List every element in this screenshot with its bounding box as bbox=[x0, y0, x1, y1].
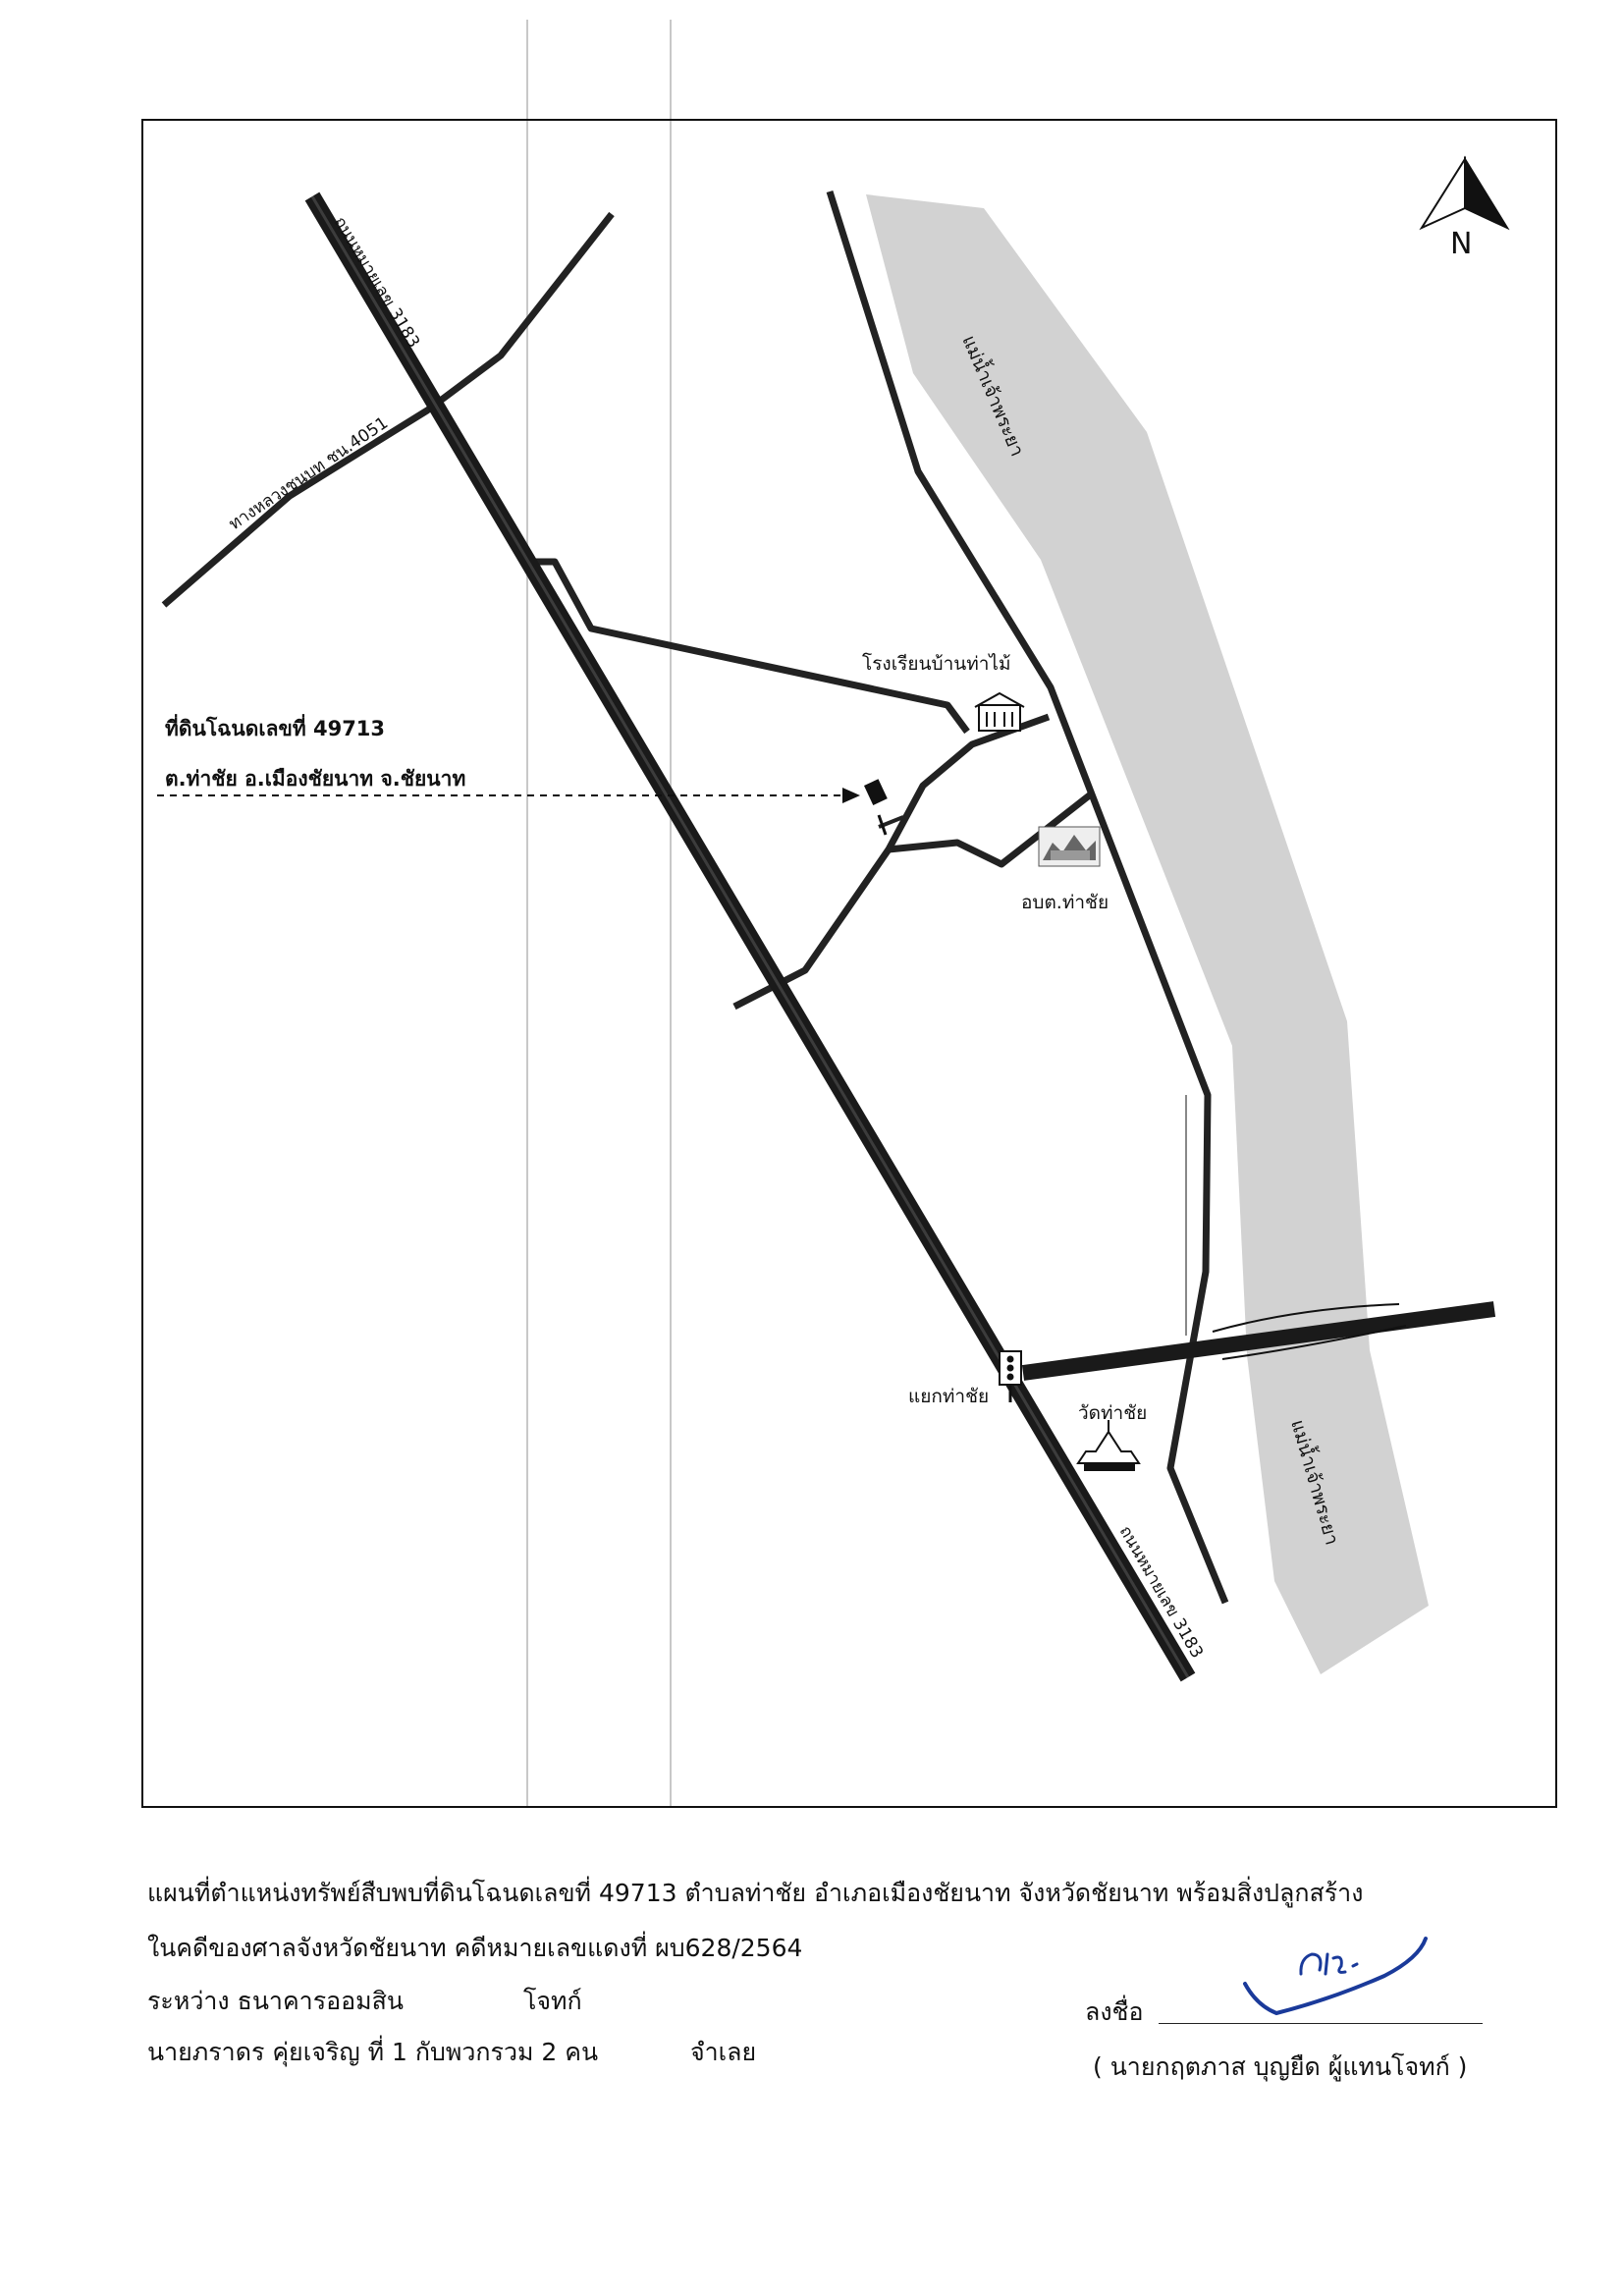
school-road bbox=[535, 558, 970, 735]
caption-defendant: นายภราดร คุ่ยเจริญ ที่ 1 กับพวกรวม 2 คน bbox=[147, 2038, 599, 2066]
temple-icon bbox=[1076, 1420, 1141, 1471]
chao-phraya-river bbox=[866, 194, 1429, 1674]
bridge-road bbox=[1021, 1301, 1496, 1381]
parcel-pointer-arrowhead bbox=[842, 788, 860, 803]
signer-name: ( นายกฤตภาส บุญยืด ผู้แทนโจทก์ ) bbox=[1093, 2052, 1468, 2081]
caption-title: แผนที่ตำแหน่งทรัพย์สืบพบที่ดินโฉนดเลขที่… bbox=[147, 1879, 1364, 1907]
caption-defendant-role: จำเลย bbox=[689, 2038, 757, 2066]
north-letter: N bbox=[1450, 227, 1472, 261]
rural-road-label: ทางหลวงชนบท ชน.4051 bbox=[226, 413, 392, 534]
bridge-rail-top bbox=[1212, 1303, 1400, 1333]
caption-line-4: นายภราดร คุ่ยเจริญ ที่ 1 กับพวกรวม 2 คน … bbox=[147, 2033, 756, 2072]
bridge-rail-bottom bbox=[1221, 1325, 1407, 1360]
caption-line-2: ในคดีของศาลจังหวัดชัยนาท คดีหมายเลขแดงที… bbox=[147, 1929, 802, 1968]
caption-plaintiff-role: โจทก์ bbox=[522, 1987, 582, 2015]
highway-3183-center bbox=[310, 195, 1190, 1678]
north-arrow: N bbox=[1419, 155, 1510, 261]
junction-label: แยกท่าชัย bbox=[908, 1386, 989, 1407]
handwritten-signature bbox=[1243, 1937, 1428, 2016]
map-frame bbox=[141, 119, 1557, 1808]
parcel-label-line1: ที่ดินโฉนดเลขที่ 49713 bbox=[165, 713, 385, 740]
parcel-marker-icon bbox=[864, 779, 888, 836]
caption-line-3: ระหว่าง ธนาคารออมสิน โจทก์ bbox=[147, 1982, 582, 2021]
temple-label: วัดท่าชัย bbox=[1078, 1402, 1147, 1424]
rural-road-4051 bbox=[161, 211, 615, 608]
caption-case-number: ในคดีของศาลจังหวัดชัยนาท คดีหมายเลขแดงที… bbox=[147, 1934, 803, 1962]
school-label: โรงเรียนบ้านท่าไม้ bbox=[862, 652, 1011, 675]
signature-line bbox=[1159, 2023, 1483, 2024]
highway-3183 bbox=[304, 191, 1196, 1682]
riverside-road bbox=[826, 190, 1229, 1605]
school-icon bbox=[974, 691, 1025, 732]
sao-office-icon bbox=[1038, 826, 1101, 867]
caption-plaintiff: ระหว่าง ธนาคารออมสิน bbox=[147, 1987, 404, 2015]
parcel-label-line2: ต.ท่าชัย อ.เมืองชัยนาท จ.ชัยนาท bbox=[165, 767, 465, 791]
highway-label-top: ถนนหมายเลข 3183 bbox=[330, 213, 423, 352]
sao-label: อบต.ท่าชัย bbox=[1021, 892, 1109, 913]
village-road-main bbox=[732, 713, 1051, 1011]
traffic-light-icon bbox=[999, 1350, 1022, 1402]
caption-line-1: แผนที่ตำแหน่งทรัพย์สืบพบที่ดินโฉนดเลขที่… bbox=[147, 1874, 1363, 1913]
signature-label: ลงชื่อ bbox=[1085, 1997, 1144, 2026]
